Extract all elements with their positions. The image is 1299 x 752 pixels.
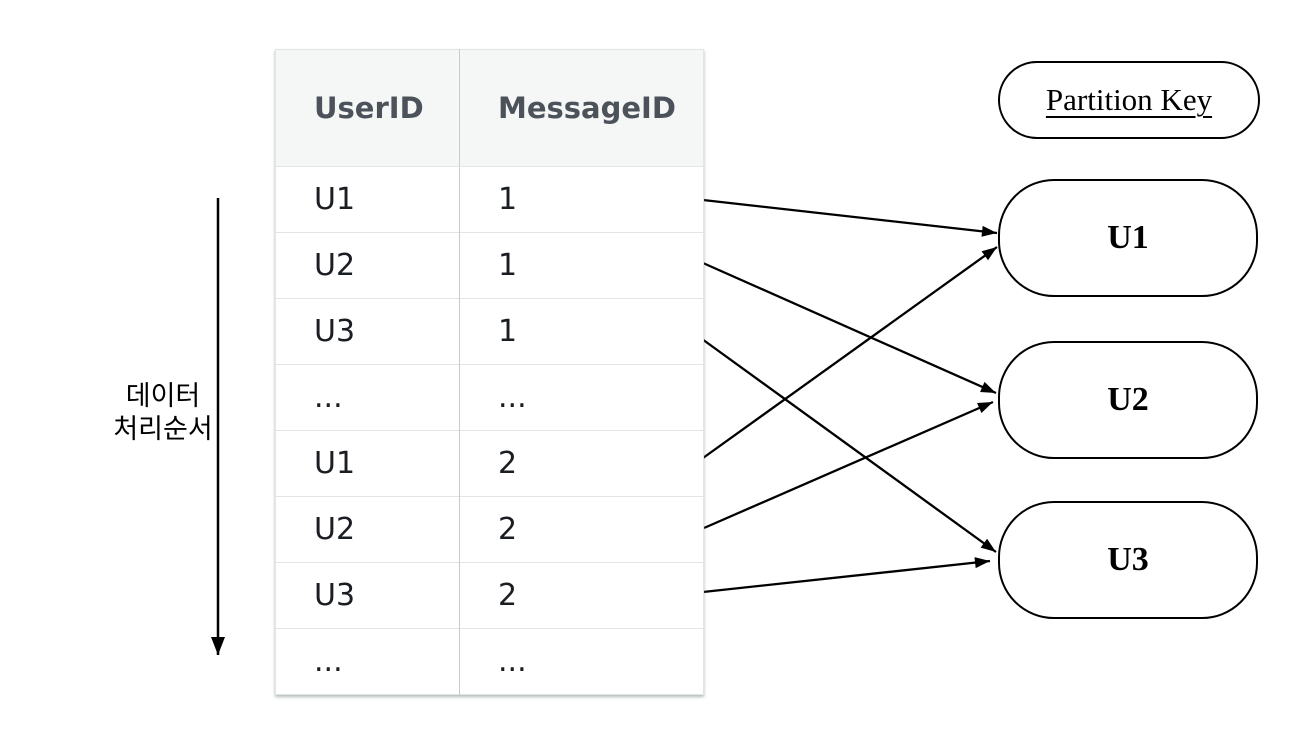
table-cell: ... [459, 364, 704, 431]
table-cell: ... [275, 364, 460, 431]
partition-node-u2: U2 [998, 341, 1258, 459]
edge-arrow-U11-to-U1 [702, 198, 998, 237]
table-cell: U1 [275, 430, 460, 497]
column-header-userid: UserID [275, 49, 460, 167]
partition-node-u1: U1 [998, 179, 1258, 297]
table-cell: 1 [459, 166, 704, 233]
partition-key-label-text: Partition Key [1045, 82, 1213, 117]
table-cell: 1 [459, 232, 704, 299]
table-row: ...... [275, 628, 704, 695]
table-cell: U1 [275, 166, 460, 233]
edge-arrow-U21-to-U2 [702, 261, 997, 395]
table-cell: U2 [275, 232, 460, 299]
table-cell: 2 [459, 496, 704, 563]
partition-node-u3: U3 [998, 501, 1258, 619]
table-cell: U3 [275, 562, 460, 629]
edge-arrow-U31-to-U3 [701, 338, 997, 553]
column-header-messageid: MessageID [459, 49, 704, 167]
partition-key-label: Partition Key [998, 61, 1260, 139]
table-row: ...... [275, 364, 704, 431]
flow-order-label: 데이터 처리순서 [88, 380, 238, 446]
table-cell: 1 [459, 298, 704, 365]
flow-order-label-line1: 데이터 [125, 381, 201, 411]
edge-arrow-U32-to-U3 [702, 557, 991, 594]
table-cell: 2 [459, 430, 704, 497]
table-cell: U3 [275, 298, 460, 365]
edge-arrow-U22-to-U2 [703, 400, 994, 530]
table-cell: ... [275, 628, 460, 695]
table-cell: U2 [275, 496, 460, 563]
table-cell: 2 [459, 562, 704, 629]
edge-arrow-U12-to-U1 [702, 246, 998, 459]
table-cell: ... [459, 628, 704, 695]
flow-order-label-line2: 처리순서 [113, 414, 213, 444]
